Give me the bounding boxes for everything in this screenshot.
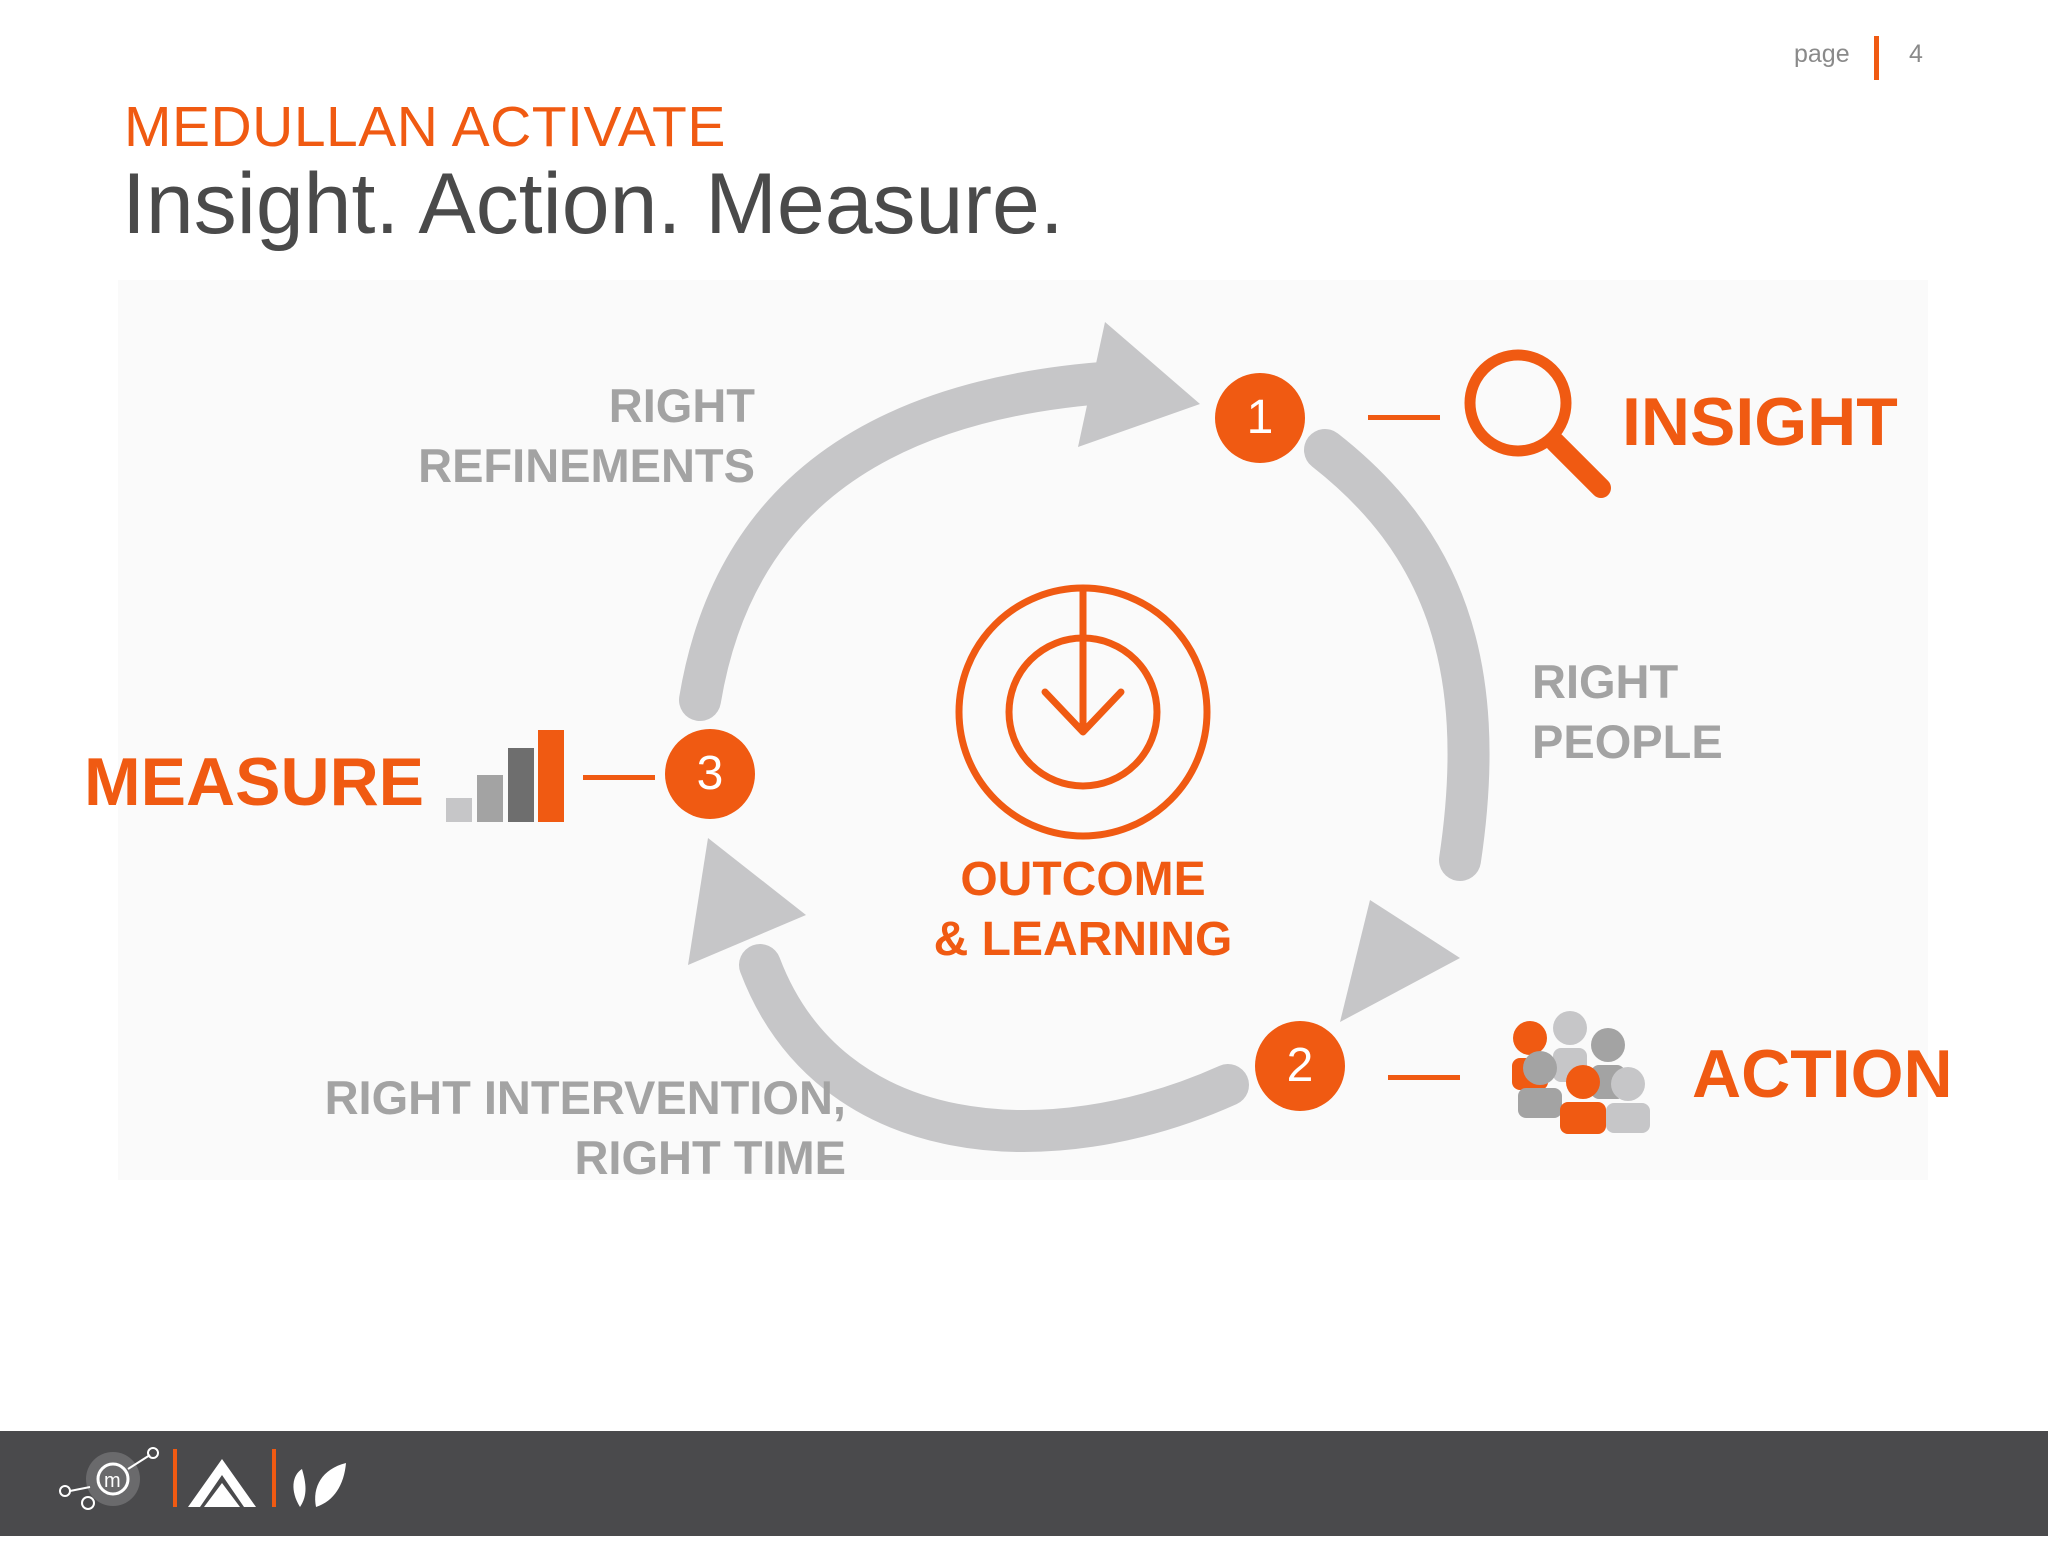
page-number: 4 [1909, 40, 1923, 68]
connector-measure [583, 775, 655, 780]
arrow-refinements [679, 322, 1200, 721]
arrow-label-people-line2: PEOPLE [1532, 715, 1723, 768]
footer-bar: m [0, 1431, 2048, 1536]
connector-action [1388, 1075, 1460, 1080]
step-node-3 [665, 729, 755, 819]
leaf-logo [293, 1463, 346, 1507]
page-label: page [1794, 40, 1850, 68]
connector-insight [1368, 415, 1440, 420]
center-label: OUTCOME & LEARNING [883, 850, 1283, 970]
center-label-line1: OUTCOME [960, 853, 1206, 906]
step-number-1: 1 [1246, 391, 1274, 444]
step-number-3: 3 [696, 747, 724, 800]
arrow-label-refinements-line2: REFINEMENTS [418, 439, 755, 492]
step-node-1 [1215, 373, 1305, 463]
arrow-label-intervention-line2: RIGHT TIME [574, 1131, 846, 1184]
step-label-action: ACTION [1692, 1036, 1953, 1112]
arrow-intervention [688, 838, 1249, 1152]
medullan-logo: m [59, 1447, 159, 1510]
slide-title: Insight. Action. Measure. [122, 156, 1064, 252]
people-group-icon [1512, 1011, 1650, 1134]
footer-logos: m [59, 1447, 346, 1510]
arrow-label-people-line1: RIGHT [1532, 655, 1679, 708]
center-label-line2: & LEARNING [933, 913, 1233, 966]
arrow-label-intervention-line1: RIGHT INTERVENTION, [324, 1071, 846, 1124]
download-target-icon [955, 584, 1211, 840]
arrow-label-refinements: RIGHT REFINEMENTS [360, 376, 755, 496]
magnifier-icon [1464, 349, 1611, 498]
step-number-2: 2 [1286, 1039, 1314, 1092]
page-separator [1874, 36, 1879, 80]
bar-chart-icon [446, 730, 564, 822]
arrow-label-intervention: RIGHT INTERVENTION, RIGHT TIME [250, 1068, 846, 1188]
step-label-insight: INSIGHT [1622, 384, 1898, 460]
arrow-label-refinements-line1: RIGHT [608, 379, 755, 432]
svg-text:m: m [104, 1470, 121, 1492]
arrow-people [1304, 429, 1490, 1022]
step-node-2 [1255, 1021, 1345, 1111]
step-label-measure: MEASURE [84, 744, 425, 820]
diagram-backdrop [118, 280, 1928, 1180]
arrow-label-people: RIGHT PEOPLE [1532, 652, 1723, 772]
mountain-logo [188, 1459, 256, 1507]
slide-kicker: MEDULLAN ACTIVATE [124, 95, 726, 159]
